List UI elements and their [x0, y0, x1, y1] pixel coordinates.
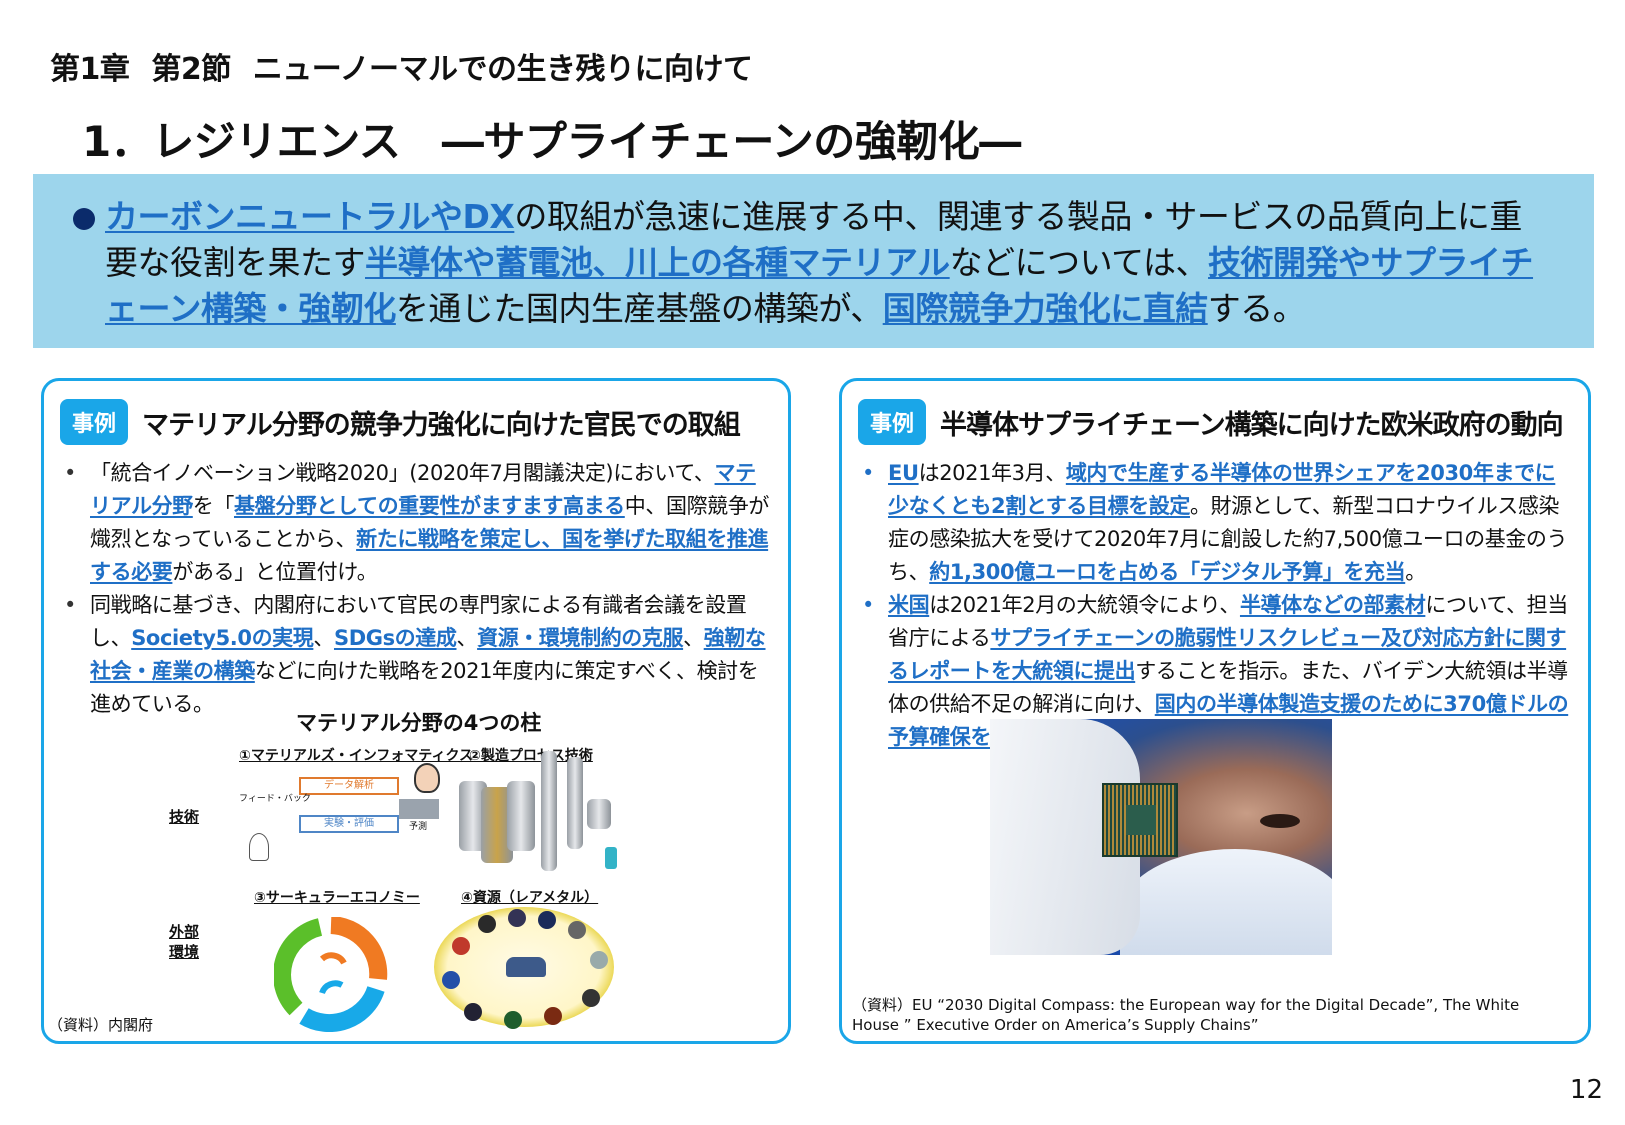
page-title: 1．レジリエンス ―サプライチェーンの強靭化― [82, 117, 1021, 166]
experiment-box: 実験・評価 [299, 815, 399, 833]
highlighted-text: 半導体などの部素材 [1239, 593, 1426, 617]
highlighted-text: 半導体や蓄電池、川上の各種マテリアル [365, 243, 950, 282]
highlighted-text: 国際競争力強化に直結 [882, 289, 1209, 328]
card-title: 半導体サプライチェーン構築に向けた欧米政府の動向 [940, 409, 1564, 441]
researcher-icon [414, 763, 440, 793]
card-bullets: EUは2021年3月、域内で生産する半導体の世界シェアを2030年までに少なくと… [860, 457, 1574, 754]
summary-text: カーボンニュートラルやDXの取組が急速に進展する中、関連する製品・サービスの品質… [105, 194, 1554, 332]
body-text: を「 [192, 494, 235, 518]
process-plant-illustration [459, 751, 619, 881]
card-title: マテリアル分野の競争力強化に向けた官民での取組 [142, 409, 741, 441]
body-text: することを指示。また、バイデン大統領は半導体の供給不足の解消に向け、 [888, 659, 1568, 716]
body-text: などについては、 [949, 243, 1209, 282]
highlighted-text: サプライチェーンの脆弱性リスクレビュー及び対応方針に関するレポートを大統領に提出 [888, 626, 1567, 683]
highlighted-text: EU [888, 461, 919, 485]
beaker-icon [605, 847, 617, 869]
case-tag: 事例 [858, 399, 927, 445]
highlighted-text: 強靭な社会・産業の構築 [90, 626, 766, 683]
rare-metals-illustration [434, 907, 614, 1029]
body-text: 同戦略に基づき、内閣府において官民の専門家による有識者会議を設置し、 [90, 593, 747, 650]
highlighted-text: 域内で生産する半導体の世界シェアを2030年までに少なくとも2割とする目標を設定 [888, 461, 1556, 518]
body-text: などに向けた戦略を2021年度内に策定すべく、検討を進めている。 [90, 659, 759, 716]
body-text: 、 [456, 626, 478, 650]
prediction-label: 予測 [409, 822, 428, 832]
bullet-item: 米国は2021年2月の大統領令により、半導体などの部素材について、担当省庁による… [860, 589, 1574, 754]
body-text: 、 [683, 626, 704, 650]
page-number: 12 [1569, 1075, 1603, 1105]
face-mask-shape [1120, 849, 1332, 955]
pillar-label-2: ②製造プロセス技術 [469, 748, 593, 764]
source-note: （資料）内閣府 [48, 1016, 154, 1034]
data-analysis-box: データ解析 [299, 777, 399, 795]
body-text: 「統合イノベーション戦略2020」(2020年7月閣議決定)において、 [90, 461, 715, 485]
body-text: 中、国際競争が熾烈となっていることから、 [90, 494, 769, 551]
card-header: 事例 マテリアル分野の競争力強化に向けた官民での取組 [60, 399, 741, 445]
four-pillars-figure: マテリアル分野の4つの柱 ①マテリアルズ・インフォマティクス ②製造プロセス技術… [44, 707, 794, 1037]
card-bullets: 「統合イノベーション戦略2020」(2020年7月閣議決定)において、マテリアル… [62, 457, 774, 721]
body-text: 、 [313, 626, 334, 650]
highlighted-text: 米国 [888, 593, 930, 617]
highlighted-text: 新たに戦略を策定し、国を挙げた取組を推進する必要 [90, 527, 769, 584]
chapter-heading: 第1章第2節ニューノーマルでの生き残りに向けて [50, 44, 774, 88]
eye-shape [1260, 814, 1300, 828]
pillar-label-1: ①マテリアルズ・インフォマティクス [239, 748, 474, 764]
source-note: （資料）EU “2030 Digital Compass: the Europe… [852, 996, 1520, 1034]
body-text: は2021年3月、 [918, 461, 1067, 485]
highlighted-text: 技術開発やサプライチェーン構築・強靭化 [105, 243, 1534, 328]
highlighted-text: カーボンニュートラルやDX [105, 197, 515, 236]
body-text: 。 [1405, 560, 1426, 584]
card-header: 事例 半導体サプライチェーン構築に向けた欧米政府の動向 [858, 399, 1564, 445]
chapter-number: 第1章 [50, 52, 130, 87]
summary-banner: カーボンニュートラルやDXの取組が急速に進展する中、関連する製品・サービスの品質… [33, 174, 1594, 348]
car-icon [506, 957, 546, 977]
body-text: がある」と位置付け。 [172, 560, 378, 584]
chip-icon [1102, 783, 1178, 857]
highlighted-text: Society5.0の実現 [131, 626, 314, 650]
body-text: する。 [1207, 289, 1306, 328]
body-text: を通じた国内生産基盤の構築が、 [395, 289, 883, 328]
highlighted-text: マテリアル分野 [90, 461, 756, 518]
row-label-tech: 技術 [169, 808, 200, 826]
bullet-item: EUは2021年3月、域内で生産する半導体の世界シェアを2030年までに少なくと… [860, 457, 1574, 589]
bullet-item: 「統合イノベーション戦略2020」(2020年7月閣議決定)において、マテリアル… [62, 457, 774, 589]
highlighted-text: SDGsの達成 [333, 626, 457, 650]
section-number: 第2節 [151, 52, 231, 87]
highlighted-text: 約1,300億ユーロを占める「デジタル予算」を充当 [929, 560, 1406, 584]
pillar-label-3: ③サーキュラーエコノミー [254, 890, 420, 906]
laptop-icon [399, 799, 439, 819]
pillar-label-4: ④資源（レアメタル） [461, 890, 599, 906]
bullet-item: 同戦略に基づき、内閣府において官民の専門家による有識者会議を設置し、Societ… [62, 589, 774, 721]
highlighted-text: 基盤分野としての重要性がますます高まる [234, 494, 625, 518]
case-tag: 事例 [60, 399, 129, 445]
circular-economy-illustration [273, 916, 389, 1033]
figure-title: マテリアル分野の4つの柱 [296, 711, 542, 735]
scientist-icon [249, 833, 269, 861]
body-text: 。財源として、新型コロナウイルス感染症の感染拡大を受けて2020年7月に創設した… [888, 494, 1568, 584]
materials-informatics-illustration: データ解析 実験・評価 フィード・バック 予測 [239, 763, 449, 863]
case-card-semiconductors: 事例 半導体サプライチェーン構築に向けた欧米政府の動向 EUは2021年3月、域… [839, 378, 1591, 1044]
highlighted-text: 資源・環境制約の克服 [477, 626, 684, 650]
body-text: は2021年2月の大統領令により、 [929, 593, 1240, 617]
bullet-icon [73, 208, 95, 230]
feedback-label: フィード・バック [239, 794, 311, 804]
semiconductor-photo [990, 719, 1332, 955]
case-card-materials: 事例 マテリアル分野の競争力強化に向けた官民での取組 「統合イノベーション戦略2… [41, 378, 791, 1044]
body-text: の取組が急速に進展する中、関連する製品・サービスの品質向上に重要な役割を果たす [105, 197, 1522, 282]
highlighted-text: 国内の半導体製造支援のために370億ドルの予算確保を目指す [888, 692, 1569, 749]
section-title: ニューノーマルでの生き残りに向けて [252, 52, 753, 87]
body-text: について、担当省庁による [888, 593, 1568, 650]
row-label-external: 外部 環境 [169, 923, 200, 961]
